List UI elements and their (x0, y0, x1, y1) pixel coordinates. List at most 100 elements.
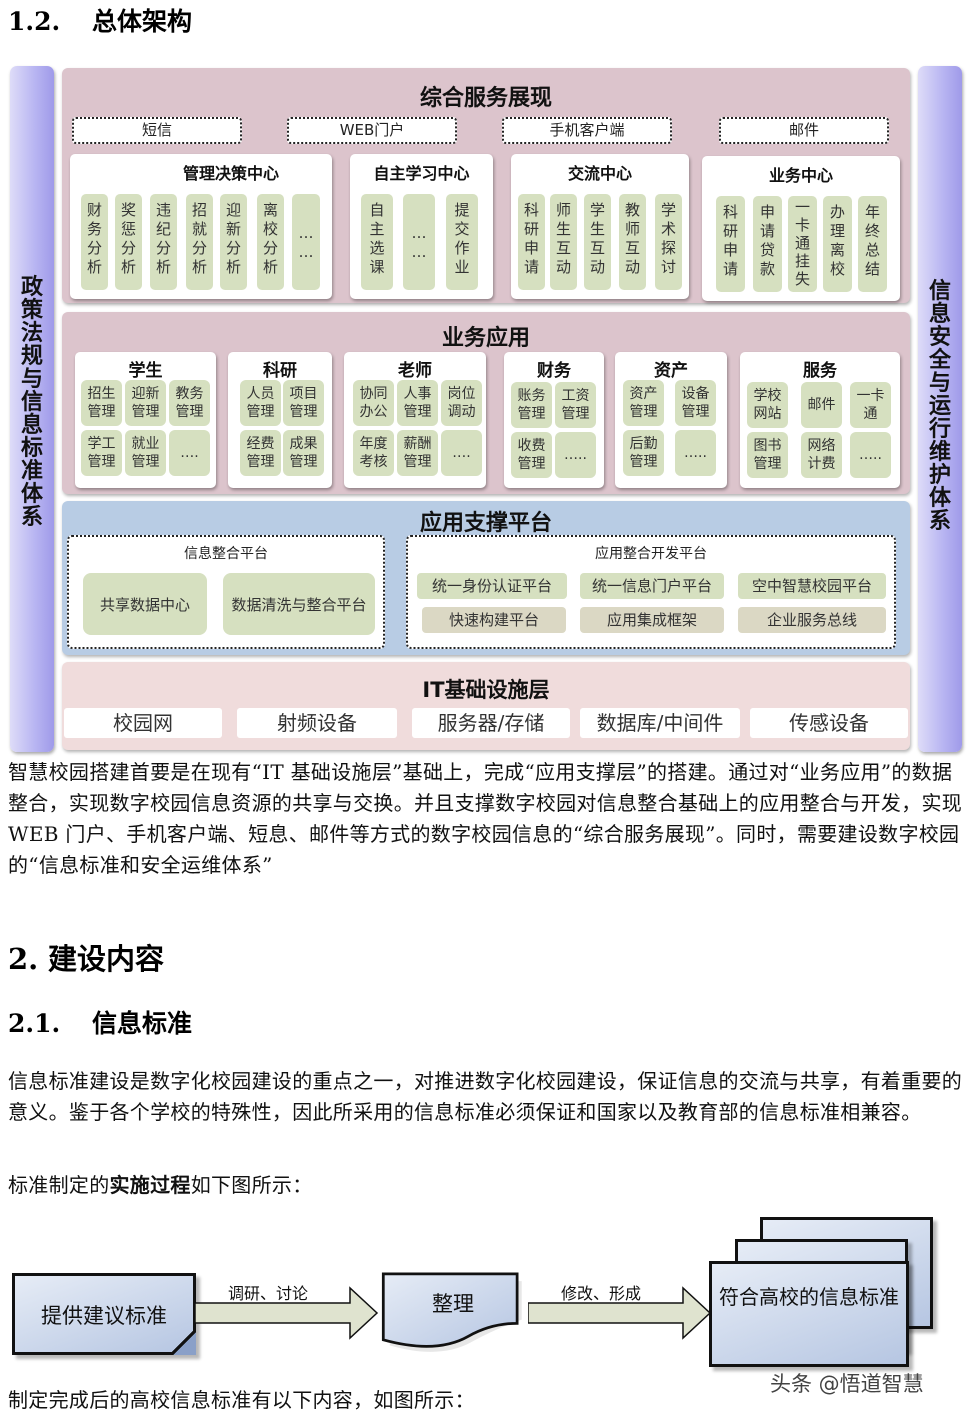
infra-database-middleware: 数据库/中间件 (580, 708, 740, 738)
process-intro-bold: 实施过程 (109, 1173, 191, 1197)
center-item: 学生互动 (584, 194, 611, 290)
air-smart-campus-platform: 空中智慧校园平台 (738, 573, 886, 599)
center-item: 违纪分析 (150, 194, 177, 290)
infra-rf-devices: 射频设备 (237, 708, 397, 738)
group-item: 薪酬管理 (397, 430, 438, 476)
group-item: 人员管理 (240, 380, 281, 426)
group-item: 协同办公 (353, 380, 394, 426)
group-title: 老师 (398, 361, 432, 381)
step-organize-document-shape (381, 1272, 522, 1352)
application-support-layer: 应用支撑平台 信息整合平台 共享数据中心 数据清洗与整合平台 应用整合开发平台 … (62, 501, 910, 655)
process-intro: 标准制定的实施过程如下图所示： (8, 1170, 968, 1201)
group-item: 年度考核 (353, 430, 394, 476)
center-item-more: …… (403, 194, 435, 290)
panel-title: 应用整合开发平台 (595, 546, 707, 562)
arrow-right-icon (195, 1286, 379, 1340)
group-item-more: …. (441, 430, 482, 476)
center-item-more: …… (292, 194, 320, 290)
layer-title: IT基础设施层 (422, 678, 550, 702)
service-presentation-layer: 综合服务展现 短信 WEB门户 手机客户端 邮件 管理决策中心 财务分析 奖惩分… (62, 68, 910, 303)
app-integration-framework: 应用集成框架 (580, 607, 724, 633)
layer-title: 综合服务展现 (419, 86, 552, 111)
center-title: 业务中心 (768, 166, 833, 185)
communication-center: 交流中心 科研申请 师生互动 学生互动 教师互动 学术探讨 (511, 154, 689, 299)
channel-email: 邮件 (719, 117, 889, 144)
policy-standards-bar: 政策法规与信息标准体系 (10, 66, 54, 752)
unified-portal-platform: 统一信息门户平台 (580, 573, 724, 599)
group-title: 科研 (263, 361, 297, 381)
infra-sensors: 传感设备 (750, 708, 908, 738)
self-learning-center: 自主学习中心 自主选课 …… 提交作业 (350, 154, 493, 299)
group-item: 岗位调动 (441, 380, 482, 426)
group-item: 人事管理 (397, 380, 438, 426)
arrow-label: 调研、讨论 (228, 1284, 309, 1303)
heading-number: 2. (8, 942, 39, 976)
infra-servers-storage: 服务器/存储 (412, 708, 570, 738)
center-title: 管理决策中心 (182, 164, 279, 183)
group-item-more: ….. (675, 430, 716, 476)
center-item: 一卡通挂失 (788, 196, 817, 292)
center-item: 奖惩分析 (115, 194, 142, 290)
page-fold-icon (170, 1329, 196, 1355)
step-label: 符合高校的信息标准 (719, 1285, 899, 1309)
group-item-more: ….. (850, 432, 891, 478)
center-item: 学术探讨 (655, 194, 682, 290)
business-center: 业务中心 科研申请 申请贷款 一卡通挂失 办理离校 年终总结 (702, 156, 900, 301)
group-title: 学生 (128, 361, 163, 381)
management-decision-center: 管理决策中心 财务分析 奖惩分析 违纪分析 招就分析 迎新分析 离校分析 …… (70, 154, 332, 299)
channel-web-portal: WEB门户 (287, 117, 457, 144)
group-item: 收费管理 (511, 432, 552, 478)
center-item: 财务分析 (81, 194, 108, 290)
center-item: 提交作业 (446, 194, 478, 290)
policy-standards-label: 政策法规与信息标准体系 (20, 275, 43, 530)
channel-sms: 短信 (72, 117, 242, 144)
center-title: 交流中心 (567, 164, 632, 183)
security-ops-label: 信息安全与运行维护体系 (928, 279, 951, 534)
group-item-more: …. (169, 430, 210, 476)
heading-title: 建设内容 (48, 942, 165, 976)
group-item: 后勤管理 (623, 430, 664, 476)
center-item: 科研申请 (716, 196, 745, 292)
center-item: 自主选课 (361, 194, 393, 290)
group-title: 资产 (654, 361, 688, 381)
group-item: 学校网站 (747, 382, 788, 428)
center-item: 申请贷款 (753, 196, 782, 292)
group-item: 成果管理 (283, 430, 324, 476)
center-item: 离校分析 (257, 194, 284, 290)
center-item: 教师互动 (619, 194, 646, 290)
process-intro-post: 如下图所示： (190, 1173, 313, 1197)
layer-title: 应用支撑平台 (419, 511, 552, 536)
business-application-layer: 业务应用 学生 招生管理 迎新管理 教务管理 学工管理 就业管理 …. 科研 人… (62, 312, 910, 494)
group-item-more: ….. (555, 432, 596, 478)
group-item: 图书管理 (747, 432, 788, 478)
arrow-right-icon (528, 1286, 712, 1340)
group-assets: 资产 资产管理 设备管理 后勤管理 ….. (615, 352, 727, 488)
unified-auth-platform: 统一身份认证平台 (417, 573, 567, 599)
group-item: 经费管理 (240, 430, 281, 476)
group-item: 教务管理 (169, 380, 210, 426)
heading-title: 总体架构 (92, 7, 193, 36)
group-title: 服务 (803, 361, 837, 381)
standard-process-flow: 提供建议标准 调研、讨论 整理 修改、形成 符合高校的信息标准 (0, 1210, 973, 1380)
center-item: 年终总结 (858, 196, 887, 292)
shared-data-center: 共享数据中心 (83, 573, 207, 635)
step-label: 提供建议标准 (41, 1304, 167, 1328)
group-item: 学工管理 (81, 430, 122, 476)
heading-number: 2.1. (8, 1009, 61, 1038)
group-item: 设备管理 (675, 380, 716, 426)
architecture-diagram: 政策法规与信息标准体系 信息安全与运行维护体系 综合服务展现 短信 WEB门户 … (0, 60, 973, 755)
enterprise-service-bus: 企业服务总线 (738, 607, 886, 633)
info-standard-description: 信息标准建设是数字化校园建设的重点之一，对推进数字化校园建设，保证信息的交流与共… (8, 1069, 963, 1124)
section-heading-2-1: 2.1.信息标准 (8, 1004, 192, 1040)
group-research: 科研 人员管理 项目管理 经费管理 成果管理 (228, 352, 332, 488)
layer-title: 业务应用 (441, 326, 530, 351)
center-item: 办理离校 (823, 196, 852, 292)
group-services: 服务 学校网站 邮件 一卡通 图书管理 网络计费 ….. (740, 352, 900, 488)
app-integration-dev-platform: 应用整合开发平台 统一身份认证平台 统一信息门户平台 空中智慧校园平台 快速构建… (406, 535, 896, 649)
channel-mobile-client: 手机客户端 (502, 117, 672, 144)
group-item: 项目管理 (283, 380, 324, 426)
process-intro-pre: 标准制定的 (8, 1173, 110, 1197)
rapid-build-platform: 快速构建平台 (422, 607, 566, 633)
watermark: 头条 @悟道智慧 (770, 1372, 924, 1396)
center-item: 科研申请 (518, 194, 545, 290)
